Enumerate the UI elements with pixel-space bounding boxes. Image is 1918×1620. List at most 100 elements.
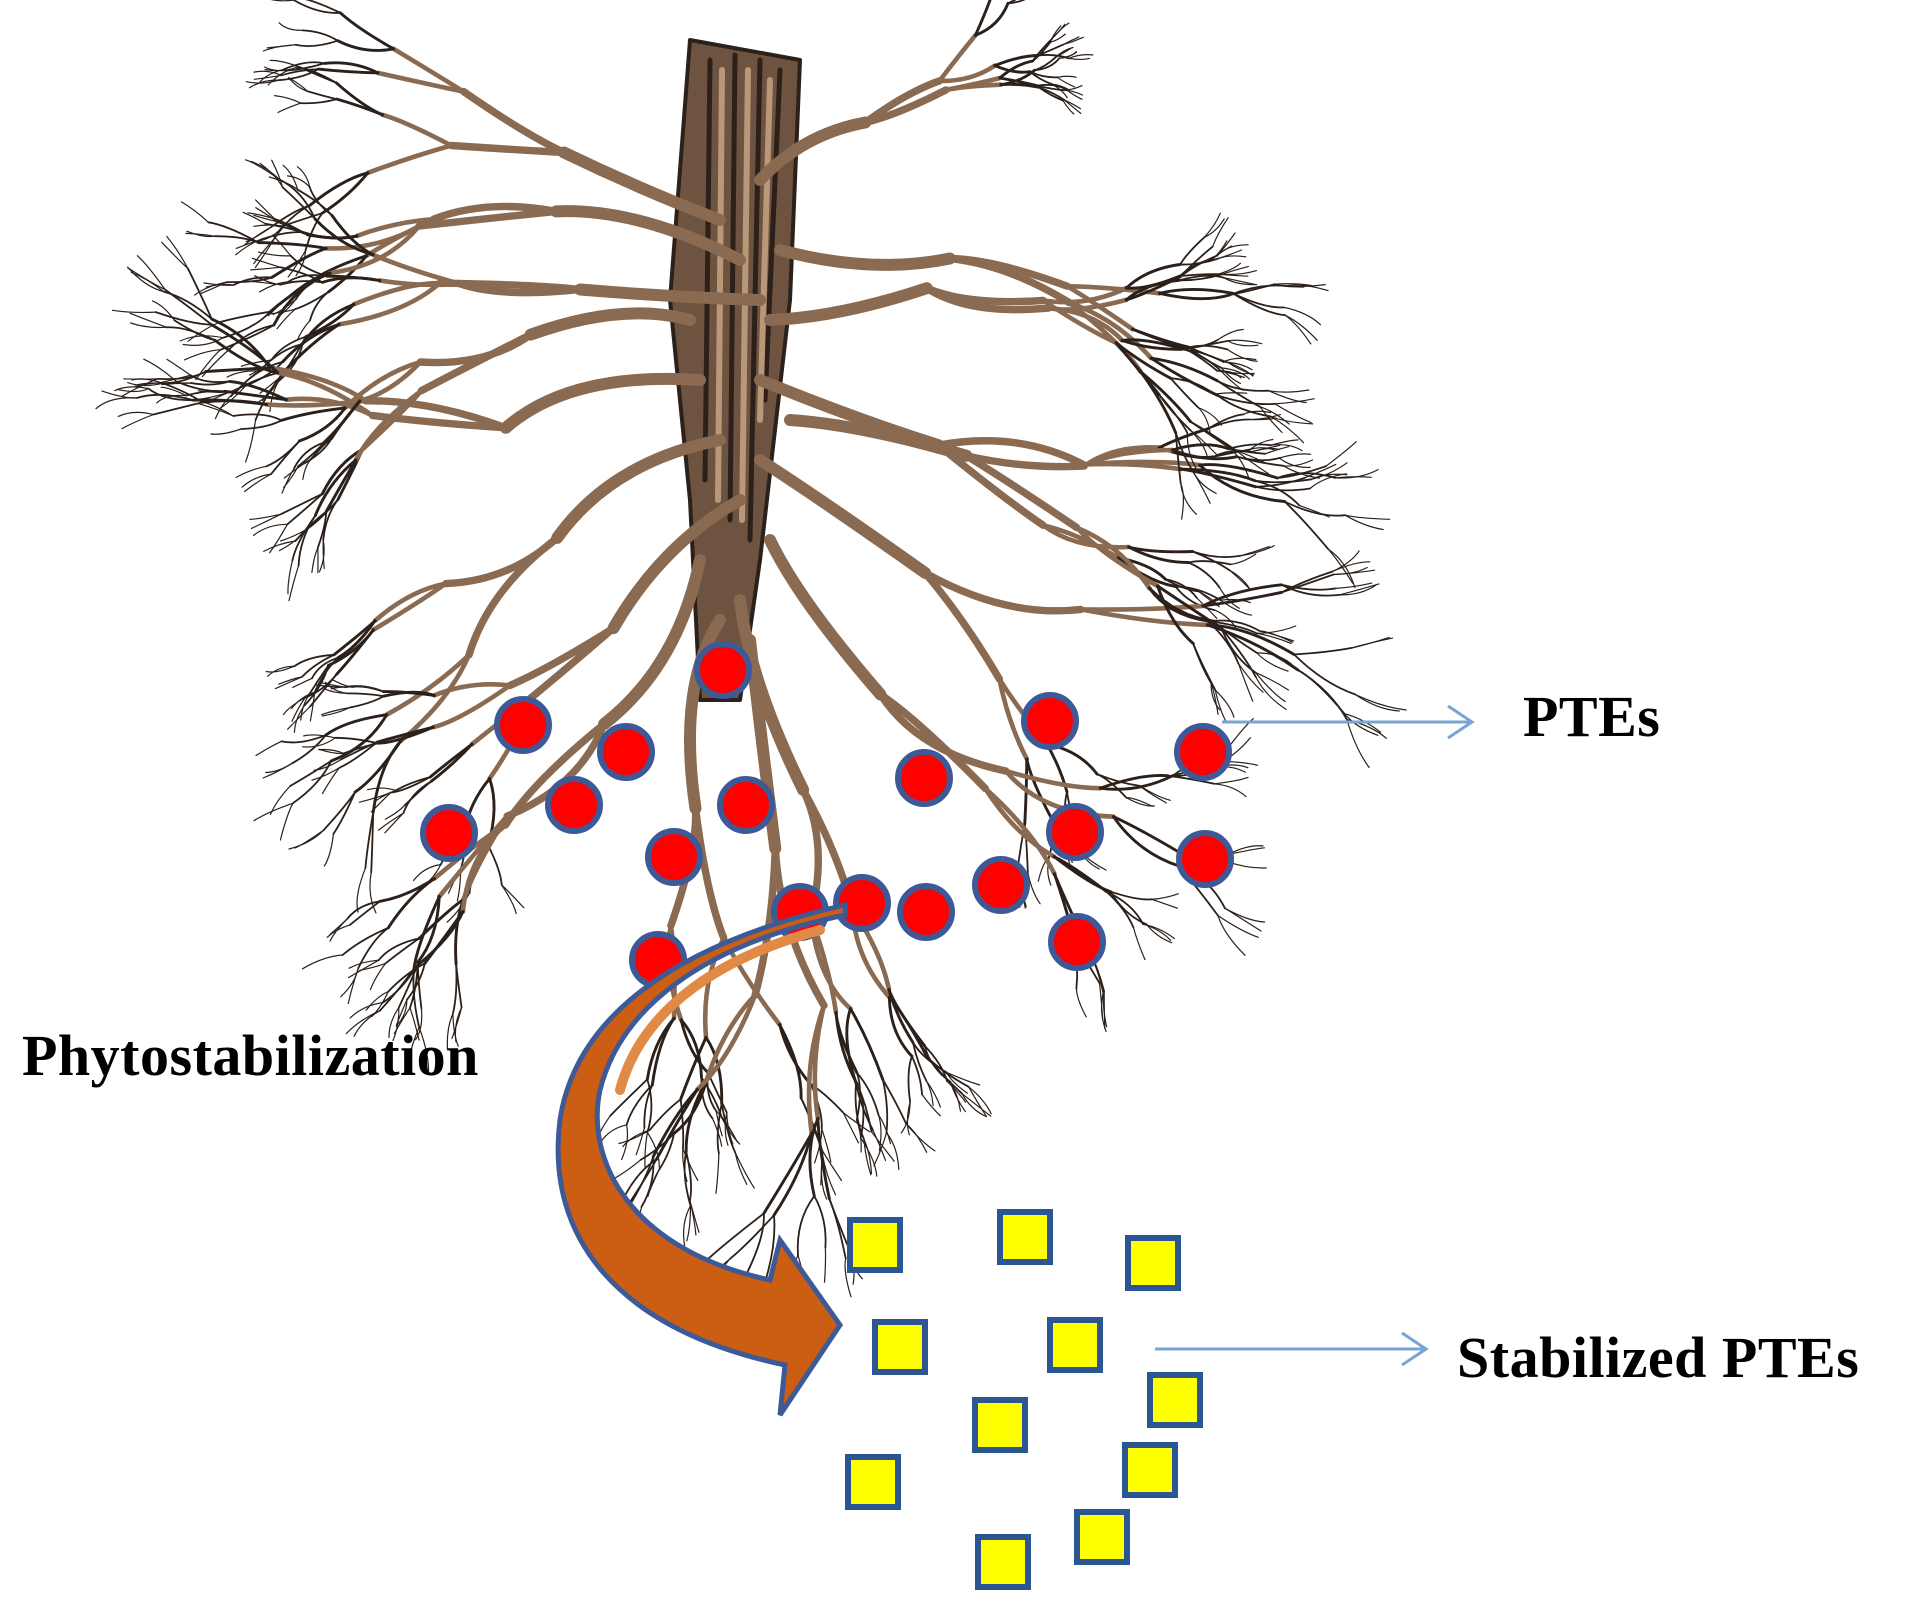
root-branch (343, 928, 389, 955)
root-branch (421, 335, 531, 363)
root-branch (1256, 677, 1286, 710)
root-branch (113, 310, 156, 312)
root-branch (335, 738, 378, 743)
root-branch (1063, 37, 1083, 44)
root-branch (1233, 293, 1284, 307)
stabilized-pte-particle (1077, 1512, 1127, 1562)
root-branch (350, 696, 384, 707)
root-branch (301, 99, 337, 103)
root-branch (453, 964, 457, 1014)
pte-particle (1049, 806, 1101, 858)
root-branch (220, 312, 270, 322)
root-branch (1143, 924, 1171, 940)
root-branch (1126, 798, 1152, 807)
pte-particle (1024, 695, 1076, 747)
root-branch (1230, 284, 1275, 295)
root-branch (814, 1196, 825, 1248)
root-branch (320, 540, 325, 572)
root-branch (1133, 927, 1145, 959)
root-branch (275, 96, 301, 104)
root-branch (1225, 908, 1265, 922)
root-branch (922, 1095, 940, 1116)
root-branch (601, 1125, 627, 1142)
root-branch (1256, 487, 1310, 491)
root-branch (345, 686, 384, 692)
pte-particle (1177, 726, 1229, 778)
root-branch (1328, 549, 1352, 583)
root-branch (294, 705, 305, 732)
root-branch (1326, 442, 1356, 467)
root-branch (280, 803, 292, 840)
root-branch (241, 420, 281, 429)
root-branch (1180, 259, 1218, 265)
root-branch (780, 250, 950, 265)
root-branch (1328, 549, 1355, 588)
root-branch (1083, 464, 1180, 469)
root-branch (940, 35, 976, 81)
root-branch (340, 13, 393, 49)
root-branch (1352, 638, 1393, 648)
root-branch (1027, 759, 1051, 816)
root-branch (288, 707, 311, 730)
root-branch (627, 1085, 653, 1125)
stabilized-pte-particle (1125, 1445, 1175, 1495)
root-branch (815, 1006, 824, 1119)
root-branch (1255, 479, 1312, 482)
root-branch (1214, 393, 1247, 394)
root-branch (271, 441, 299, 474)
root-branch (276, 677, 303, 689)
root-branch (873, 1130, 886, 1160)
root-branch (1081, 606, 1203, 610)
pte-particle (898, 752, 950, 804)
root-branch (912, 1056, 922, 1094)
root-branch (96, 398, 137, 409)
root-branch (264, 541, 296, 551)
pte-particle (1051, 916, 1103, 968)
root-branch (380, 879, 434, 902)
root-branch (969, 1087, 992, 1114)
root-branch (289, 830, 324, 849)
root-branch (418, 962, 422, 1008)
root-branch (440, 283, 581, 289)
root-branch (102, 391, 137, 398)
root-branch (1294, 648, 1352, 655)
root-branch (1230, 570, 1251, 590)
root-branch (506, 379, 700, 428)
root-branch (1152, 894, 1178, 900)
stabilized-pte-particle (1050, 1320, 1100, 1370)
root-branch (1069, 58, 1090, 59)
root-branch (380, 969, 414, 1011)
pte-particle (497, 699, 549, 751)
root-branch (373, 741, 401, 812)
root-branch (261, 0, 293, 1)
root-branch (604, 560, 700, 724)
root-branch (502, 885, 516, 914)
root-branch (829, 1199, 848, 1246)
root-branch (279, 23, 303, 31)
root-branch (333, 792, 355, 834)
root-branch (246, 160, 280, 180)
root-branch (118, 412, 153, 416)
root-branch (1057, 76, 1076, 77)
root-branch (1271, 417, 1304, 443)
root-branch (843, 1113, 858, 1143)
root-branch (270, 524, 288, 552)
root-branch (165, 290, 212, 325)
pte-particle (1179, 833, 1231, 885)
root-branch (246, 420, 256, 462)
root-branch (735, 1153, 754, 1189)
root-branch (1180, 237, 1204, 264)
root-branch (1114, 817, 1179, 866)
root-branch (154, 402, 203, 414)
pte-particle (697, 644, 749, 696)
root-branch (188, 269, 212, 319)
stabilized-pte-particle (848, 1457, 898, 1507)
root-branch (1218, 263, 1240, 274)
root-branch (740, 600, 803, 790)
root-branch (747, 1214, 764, 1273)
root-branch (324, 834, 333, 866)
stabilized-ptes-label: Stabilized PTEs (1457, 1324, 1859, 1391)
stabilized-ptes-pointer-arrow (1155, 1333, 1426, 1365)
root-branch (1285, 502, 1346, 516)
